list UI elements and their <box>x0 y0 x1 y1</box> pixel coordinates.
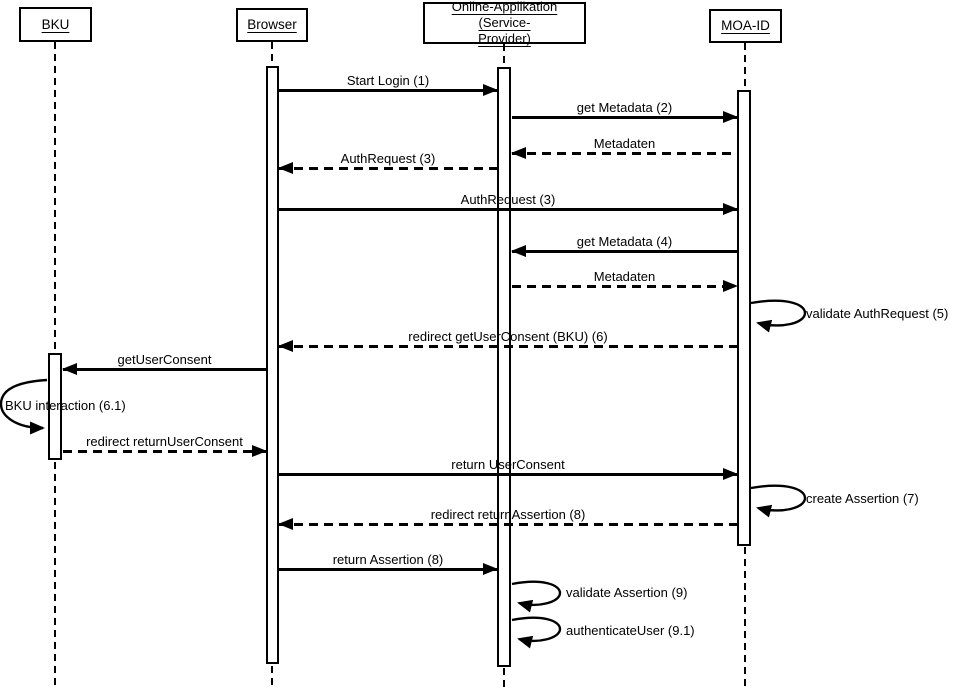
activation-browser <box>266 66 279 664</box>
message-line <box>512 285 737 288</box>
message-authrequest-3: AuthRequest (3) <box>279 190 738 215</box>
activation-moa-id <box>737 90 751 546</box>
self-loop-validate-authrequest-icon <box>750 299 807 333</box>
message-label: getUserConsent <box>117 352 212 367</box>
arrowhead-icon <box>483 84 498 96</box>
actor-box-browser: Browser <box>236 8 308 42</box>
message-label: return UserConsent <box>451 457 565 472</box>
message-label: Start Login (1) <box>346 73 430 88</box>
arrowhead-icon <box>62 363 77 375</box>
message-return-assertion-8: return Assertion (8) <box>279 550 498 575</box>
self-loop-create-assertion-icon <box>750 484 807 518</box>
self-message-label-validate-assertion-9: validate Assertion (9) <box>566 585 688 600</box>
message-line <box>279 473 737 476</box>
arrowhead-icon <box>278 518 293 530</box>
message-label: Metadaten <box>593 136 656 151</box>
message-redirect-getuserconsent-6: redirect getUserConsent (BKU) (6) <box>278 327 737 352</box>
message-authrequest-3-redirect: AuthRequest (3) <box>278 149 497 174</box>
activation-online-applikation <box>497 67 511 667</box>
message-line <box>279 167 497 170</box>
arrowhead-icon <box>511 245 526 257</box>
message-label: redirect getUserConsent (BKU) (6) <box>408 329 608 344</box>
actor-box-moa-id: MOA-ID <box>709 9 782 43</box>
message-metadaten-return-2: Metadaten <box>512 267 738 292</box>
message-line <box>279 523 737 526</box>
message-redirect-returnassertion-8: redirect returnAssertion (8) <box>278 505 737 530</box>
activation-bku <box>48 353 62 460</box>
actor-box-bku: BKU <box>19 7 92 42</box>
message-metadaten-return: Metadaten <box>511 134 737 159</box>
self-message-label-create-assertion-7: create Assertion (7) <box>806 491 919 506</box>
self-message-label-authenticateuser-9-1: authenticateUser (9.1) <box>566 623 695 638</box>
actor-label-online-applikation: Online-Applikation (Service- Provider) <box>451 0 558 46</box>
arrowhead-icon <box>723 203 738 215</box>
arrowhead-icon <box>278 340 293 352</box>
arrowhead-icon <box>723 280 738 292</box>
arrowhead-icon <box>278 162 293 174</box>
message-line <box>279 89 497 92</box>
message-line <box>279 345 737 348</box>
message-redirect-returnuserconsent: redirect returnUserConsent <box>63 432 267 457</box>
message-line <box>279 208 737 211</box>
message-line <box>512 116 737 119</box>
message-label: Metadaten <box>593 269 656 284</box>
arrowhead-icon <box>723 111 738 123</box>
message-label: return Assertion (8) <box>332 552 444 567</box>
message-label: AuthRequest (3) <box>340 151 436 166</box>
message-line <box>63 368 266 371</box>
message-getuserconsent: getUserConsent <box>62 350 266 375</box>
message-return-userconsent: return UserConsent <box>279 455 738 480</box>
self-message-label-bku-interaction-6-1: BKU interaction (6.1) <box>5 398 126 413</box>
self-message-label-validate-authrequest-5: validate AuthRequest (5) <box>806 306 949 321</box>
self-loop-bku-interaction-icon <box>0 378 48 435</box>
message-label: AuthRequest (3) <box>460 192 556 207</box>
message-line <box>512 250 737 253</box>
message-get-metadata-2: get Metadata (2) <box>512 98 738 123</box>
self-loop-validate-assertion-icon <box>511 580 562 613</box>
message-line <box>279 568 497 571</box>
message-label: redirect returnAssertion (8) <box>430 507 586 522</box>
arrowhead-icon <box>483 563 498 575</box>
actor-box-online-applikation: Online-Applikation (Service- Provider) <box>423 0 586 46</box>
arrowhead-icon <box>723 468 738 480</box>
actor-label-bku: BKU <box>41 16 70 32</box>
message-line <box>512 152 737 155</box>
message-get-metadata-4: get Metadata (4) <box>511 232 737 257</box>
message-label: get Metadata (4) <box>576 234 673 249</box>
actor-label-moa-id: MOA-ID <box>721 18 770 33</box>
message-label: redirect returnUserConsent <box>86 434 243 449</box>
message-line <box>63 450 266 453</box>
self-loop-authenticateuser-icon <box>511 616 562 649</box>
message-label: get Metadata (2) <box>576 100 673 115</box>
message-start-login-1: Start Login (1) <box>279 71 498 96</box>
arrowhead-icon <box>252 445 267 457</box>
arrowhead-icon <box>511 147 526 159</box>
actor-label-browser: Browser <box>247 17 297 32</box>
